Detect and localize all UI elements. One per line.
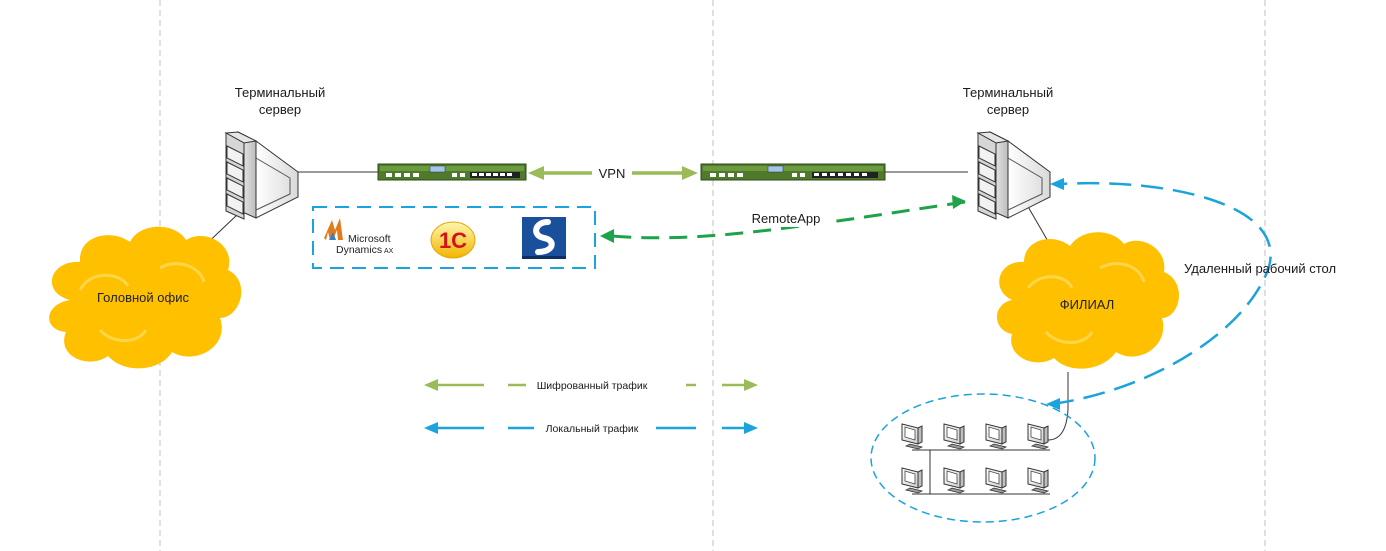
remote-desktop-arrowhead-top — [1050, 178, 1064, 190]
workstation-monitor-icon — [901, 467, 924, 494]
branch-workstations — [870, 393, 1096, 523]
links — [199, 171, 1069, 441]
link-cloud-workstations — [1047, 372, 1069, 441]
vpn-arrowhead-right — [682, 166, 698, 180]
microsoft-dynamics-logo: Microsoft Dynamics AX — [324, 218, 394, 256]
left-terminal-server — [224, 131, 299, 220]
right-vpn-router — [700, 163, 886, 181]
workstation-monitors — [901, 423, 1050, 494]
right-server-label-line2: сервер — [987, 102, 1029, 117]
app-logo-icon — [522, 217, 566, 259]
legend: Шифрованный трафик Локальный трафик — [424, 377, 758, 436]
legend-encrypted-arrow-left — [424, 379, 438, 391]
head-office-label: Головной офис — [97, 290, 189, 305]
right-server-label-line1: Терминальный — [963, 85, 1053, 100]
onec-logo: 1С — [430, 221, 476, 259]
onec-label: 1С — [439, 228, 467, 253]
left-server-label-line2: сервер — [259, 102, 301, 117]
workstation-monitor-icon — [901, 423, 924, 450]
published-apps-box: Microsoft Dynamics AX 1С — [312, 206, 596, 269]
remoteapp-link: RemoteApp — [600, 195, 966, 243]
legend-local-arrow-right — [744, 422, 758, 434]
head-office-cloud: Головной офис — [49, 226, 242, 369]
dynamics-label-line2: Dynamics — [336, 244, 382, 256]
workstation-monitor-icon — [985, 423, 1008, 450]
dynamics-label-suffix: AX — [384, 248, 394, 255]
remote-desktop-link: Удаленный рабочий стол — [1046, 178, 1336, 410]
right-terminal-server — [976, 131, 1051, 220]
remoteapp-arrowhead-right — [952, 195, 966, 209]
workstation-monitor-icon — [985, 467, 1008, 494]
remote-desktop-arrowhead-bottom — [1046, 398, 1060, 410]
legend-encrypted: Шифрованный трафик — [424, 377, 758, 393]
legend-local: Локальный трафик — [424, 420, 758, 436]
legend-local-arrow-left — [424, 422, 438, 434]
workstation-monitor-icon — [1027, 467, 1050, 494]
remoteapp-arrowhead-left — [600, 229, 614, 243]
branch-cloud: ФИЛИАЛ — [997, 232, 1179, 369]
legend-encrypted-label: Шифрованный трафик — [537, 380, 648, 392]
workstation-monitor-icon — [943, 423, 966, 450]
dynamics-label-line1: Microsoft — [348, 233, 391, 245]
legend-encrypted-arrow-right — [744, 379, 758, 391]
workstation-monitor-icon — [943, 467, 966, 494]
workstation-monitor-icon — [1027, 423, 1050, 450]
vpn-arrowhead-left — [528, 166, 544, 180]
vpn-link: VPN — [528, 166, 698, 181]
left-server-label-line1: Терминальный — [235, 85, 325, 100]
remoteapp-label: RemoteApp — [752, 211, 821, 226]
legend-local-label: Локальный трафик — [546, 423, 639, 435]
remote-desktop-label: Удаленный рабочий стол — [1184, 261, 1336, 276]
left-vpn-router — [377, 163, 527, 181]
branch-label: ФИЛИАЛ — [1060, 297, 1115, 312]
vpn-label: VPN — [599, 166, 626, 181]
